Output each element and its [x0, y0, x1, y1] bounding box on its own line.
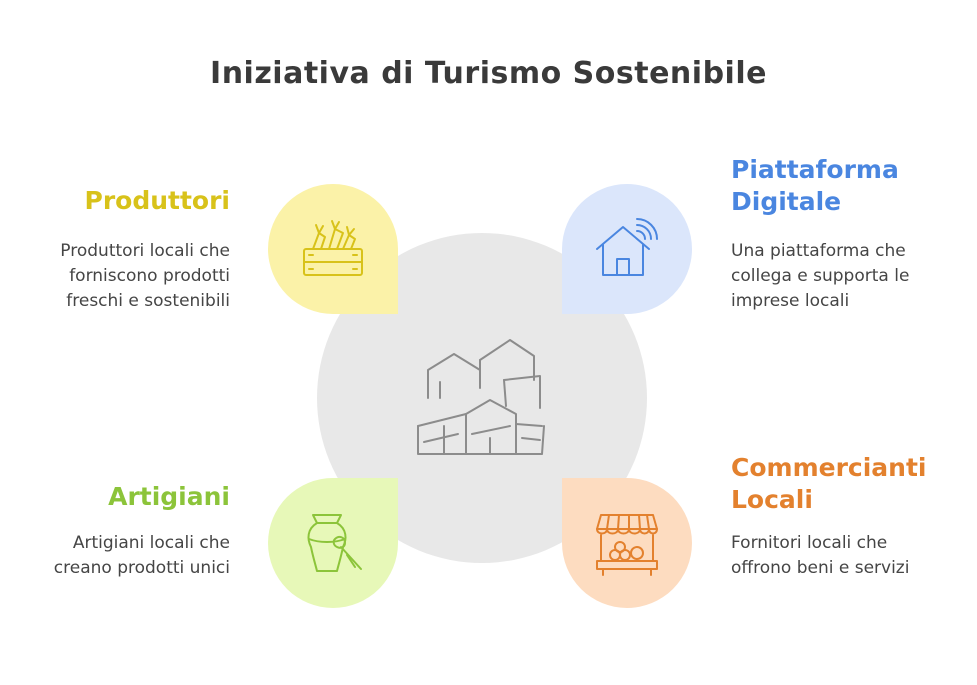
commercianti-heading-line: Commercianti: [731, 453, 927, 482]
petal-produttori: [268, 184, 398, 314]
artigiani-description: Artigiani locali che creano prodotti uni…: [10, 531, 230, 581]
piattaforma-description-line: Una piattaforma che: [731, 241, 906, 261]
produttori-description: Produttori locali che forniscono prodott…: [10, 239, 230, 314]
artigiani-description-line: creano prodotti unici: [53, 558, 230, 578]
produttori-heading: Produttori: [84, 186, 231, 215]
produce-crate-icon: [303, 220, 363, 276]
market-stall-icon: [596, 514, 658, 576]
produttori-description-line: forniscono prodotti: [69, 266, 230, 286]
piattaforma-heading-line: Piattaforma: [731, 155, 899, 184]
artigiani-heading: Artigiani: [108, 482, 230, 511]
vase-brush-icon: [307, 514, 362, 572]
smart-home-icon: [596, 218, 658, 276]
piattaforma-description-line: imprese locali: [731, 291, 850, 311]
petal-commercianti: [562, 478, 692, 608]
artigiani-description-line: Artigiani locali che: [72, 533, 230, 553]
piattaforma-description: Una piattaforma che collega e supporta l…: [731, 239, 971, 314]
produttori-description-line: Produttori locali che: [60, 241, 230, 261]
commercianti-description-line: offrono beni e servizi: [731, 558, 910, 578]
piattaforma-description-line: collega e supporta le: [731, 266, 910, 286]
commercianti-description: Fornitori locali che offrono beni e serv…: [731, 531, 971, 581]
petal-artigiani: [268, 478, 398, 608]
piattaforma-heading-line: Digitale: [731, 187, 842, 216]
produttori-description-line: freschi e sostenibili: [66, 291, 230, 311]
town-houses-icon: [417, 339, 545, 455]
commercianti-heading-line: Locali: [731, 485, 813, 514]
diagram-title: Iniziativa di Turismo Sostenibile: [210, 56, 767, 91]
piattaforma-heading: Piattaforma Digitale: [731, 154, 971, 218]
petal-piattaforma: [562, 184, 692, 314]
commercianti-heading: Commercianti Locali: [731, 452, 971, 516]
commercianti-description-line: Fornitori locali che: [731, 533, 888, 553]
